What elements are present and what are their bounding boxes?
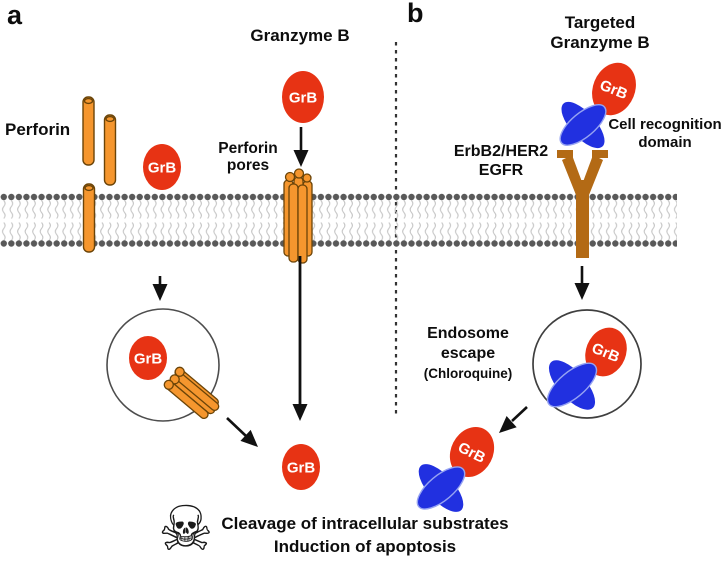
grb-label: GrB <box>287 460 316 477</box>
pore-rod <box>288 183 299 263</box>
grb-molecule-a-endosome: GrB <box>129 336 167 380</box>
perforin-rod-cap <box>84 184 94 192</box>
arrowhead <box>499 416 517 433</box>
perforin-pores-line2: pores <box>226 156 270 174</box>
targeted-line2: Granzyme B <box>550 33 650 52</box>
perforin-rod <box>103 114 117 186</box>
receptor-line1: ErbB2/HER2 <box>453 143 549 160</box>
arrowhead <box>240 429 258 447</box>
grb-molecule-a-top: GrB <box>282 71 324 123</box>
arrowhead <box>574 283 590 300</box>
endosome-escape-label: Endosome escape (Chloroquine) <box>412 324 524 384</box>
arrows <box>152 127 590 421</box>
endosome-escape-line2: escape <box>440 345 496 362</box>
outcome-line1: Cleavage of intracellular substrates <box>221 514 509 533</box>
grb-label: GrB <box>148 160 177 177</box>
perforin-pores-label: Perforin pores <box>202 140 294 174</box>
outcome-line2: Induction of apoptosis <box>273 537 457 556</box>
receptor-arm-tip <box>592 150 608 158</box>
grb-label: GrB <box>134 351 163 368</box>
grb-molecule-b-endosome: GrB <box>585 327 627 377</box>
cell-recognition-domains <box>416 101 607 512</box>
arrowhead <box>293 150 309 167</box>
perforin-monomers <box>82 96 117 253</box>
outcome-label: Cleavage of intracellular substrates Ind… <box>214 512 516 558</box>
arrowhead <box>152 284 168 301</box>
perforin-pore-cluster <box>283 168 313 264</box>
cell-recognition-line1: Cell recognition <box>608 116 722 133</box>
endosome-escape-line3: (Chloroquine) <box>423 366 513 381</box>
receptor-arm-tip <box>557 150 573 158</box>
recognition-domain-b-cytosol <box>416 464 466 512</box>
grb-label: GrB <box>289 90 318 107</box>
perforin-bundle-endosome <box>163 366 220 420</box>
receptor-arm-right <box>580 155 603 200</box>
pore-rod-top <box>293 168 305 179</box>
targeted-line1: Targeted <box>564 13 636 32</box>
panel-b-label: b <box>407 0 424 28</box>
receptor-stem <box>576 180 589 258</box>
arrowhead <box>292 404 308 421</box>
bundle-rod-end <box>163 379 174 390</box>
grb-molecule-b-cytosol: GrB <box>449 426 495 478</box>
perforin-rod-cap <box>83 97 94 105</box>
perforin-pores-line1: Perforin <box>218 140 278 157</box>
perforin-rod <box>82 96 95 166</box>
pore-rod-top <box>284 171 296 183</box>
targeted-granzyme-label: Targeted Granzyme B <box>529 13 671 53</box>
receptor-label: ErbB2/HER2 EGFR <box>443 142 559 180</box>
perforin-rod-inserted <box>82 183 96 253</box>
perforin-rod-cap <box>105 115 115 123</box>
grb-molecules: GrB GrB GrB GrB GrB GrB <box>129 62 636 490</box>
grb-molecule-a-membrane: GrB <box>143 144 181 190</box>
pore-rod-top <box>302 173 312 183</box>
arrow-escape-b <box>511 406 528 422</box>
recognition-domain-b-endosome <box>546 360 598 410</box>
granzyme-b-label: Granzyme B <box>250 26 350 45</box>
pore-rod <box>297 184 308 264</box>
diagonal-arrows <box>226 406 528 447</box>
endosome-escape-line1: Endosome <box>427 325 509 342</box>
cell-membrane <box>0 192 677 249</box>
skull-crossbones-icon: ☠ <box>158 495 214 564</box>
cell-recognition-label: Cell recognition domain <box>604 116 726 152</box>
receptor-line2: EGFR <box>478 162 524 179</box>
grb-molecule-b-top: GrB <box>592 62 636 116</box>
cell-recognition-line2: domain <box>638 134 692 151</box>
arrow-escape-a <box>226 417 247 437</box>
perforin-label: Perforin <box>5 120 71 139</box>
panel-a-label: a <box>7 0 23 30</box>
grb-molecule-a-cytosol: GrB <box>282 444 320 490</box>
recognition-domain-b-top <box>559 101 607 149</box>
receptor-arm-left <box>562 155 585 200</box>
her2-receptor <box>557 150 608 258</box>
